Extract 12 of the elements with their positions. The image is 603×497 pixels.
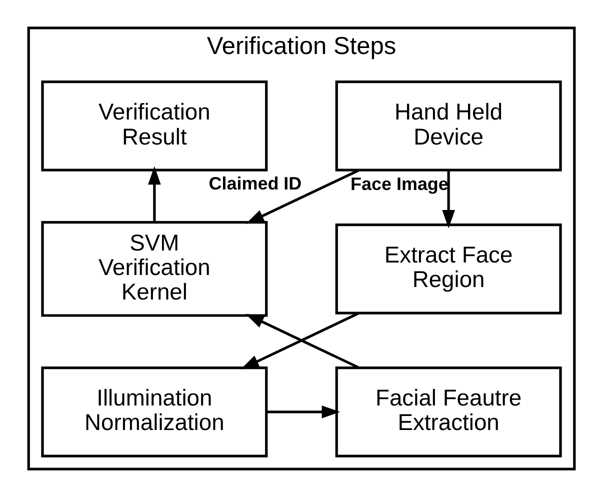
node-box: SVM Verification Kernel: [41, 221, 268, 317]
arrow: [246, 169, 360, 224]
node-box: Extract Face Region: [335, 224, 562, 314]
arrow: [442, 170, 455, 228]
edge-label: Claimed ID: [208, 174, 302, 194]
node-box: Verification Result: [41, 80, 268, 172]
arrow: [148, 166, 161, 222]
arrow: [266, 405, 340, 418]
node-box: Hand Held Device: [335, 80, 562, 172]
node-box: Facial Feautre Extraction: [335, 366, 562, 458]
edge-label: Face Image: [350, 174, 448, 194]
node-box: Illumination Normalization: [41, 366, 268, 458]
